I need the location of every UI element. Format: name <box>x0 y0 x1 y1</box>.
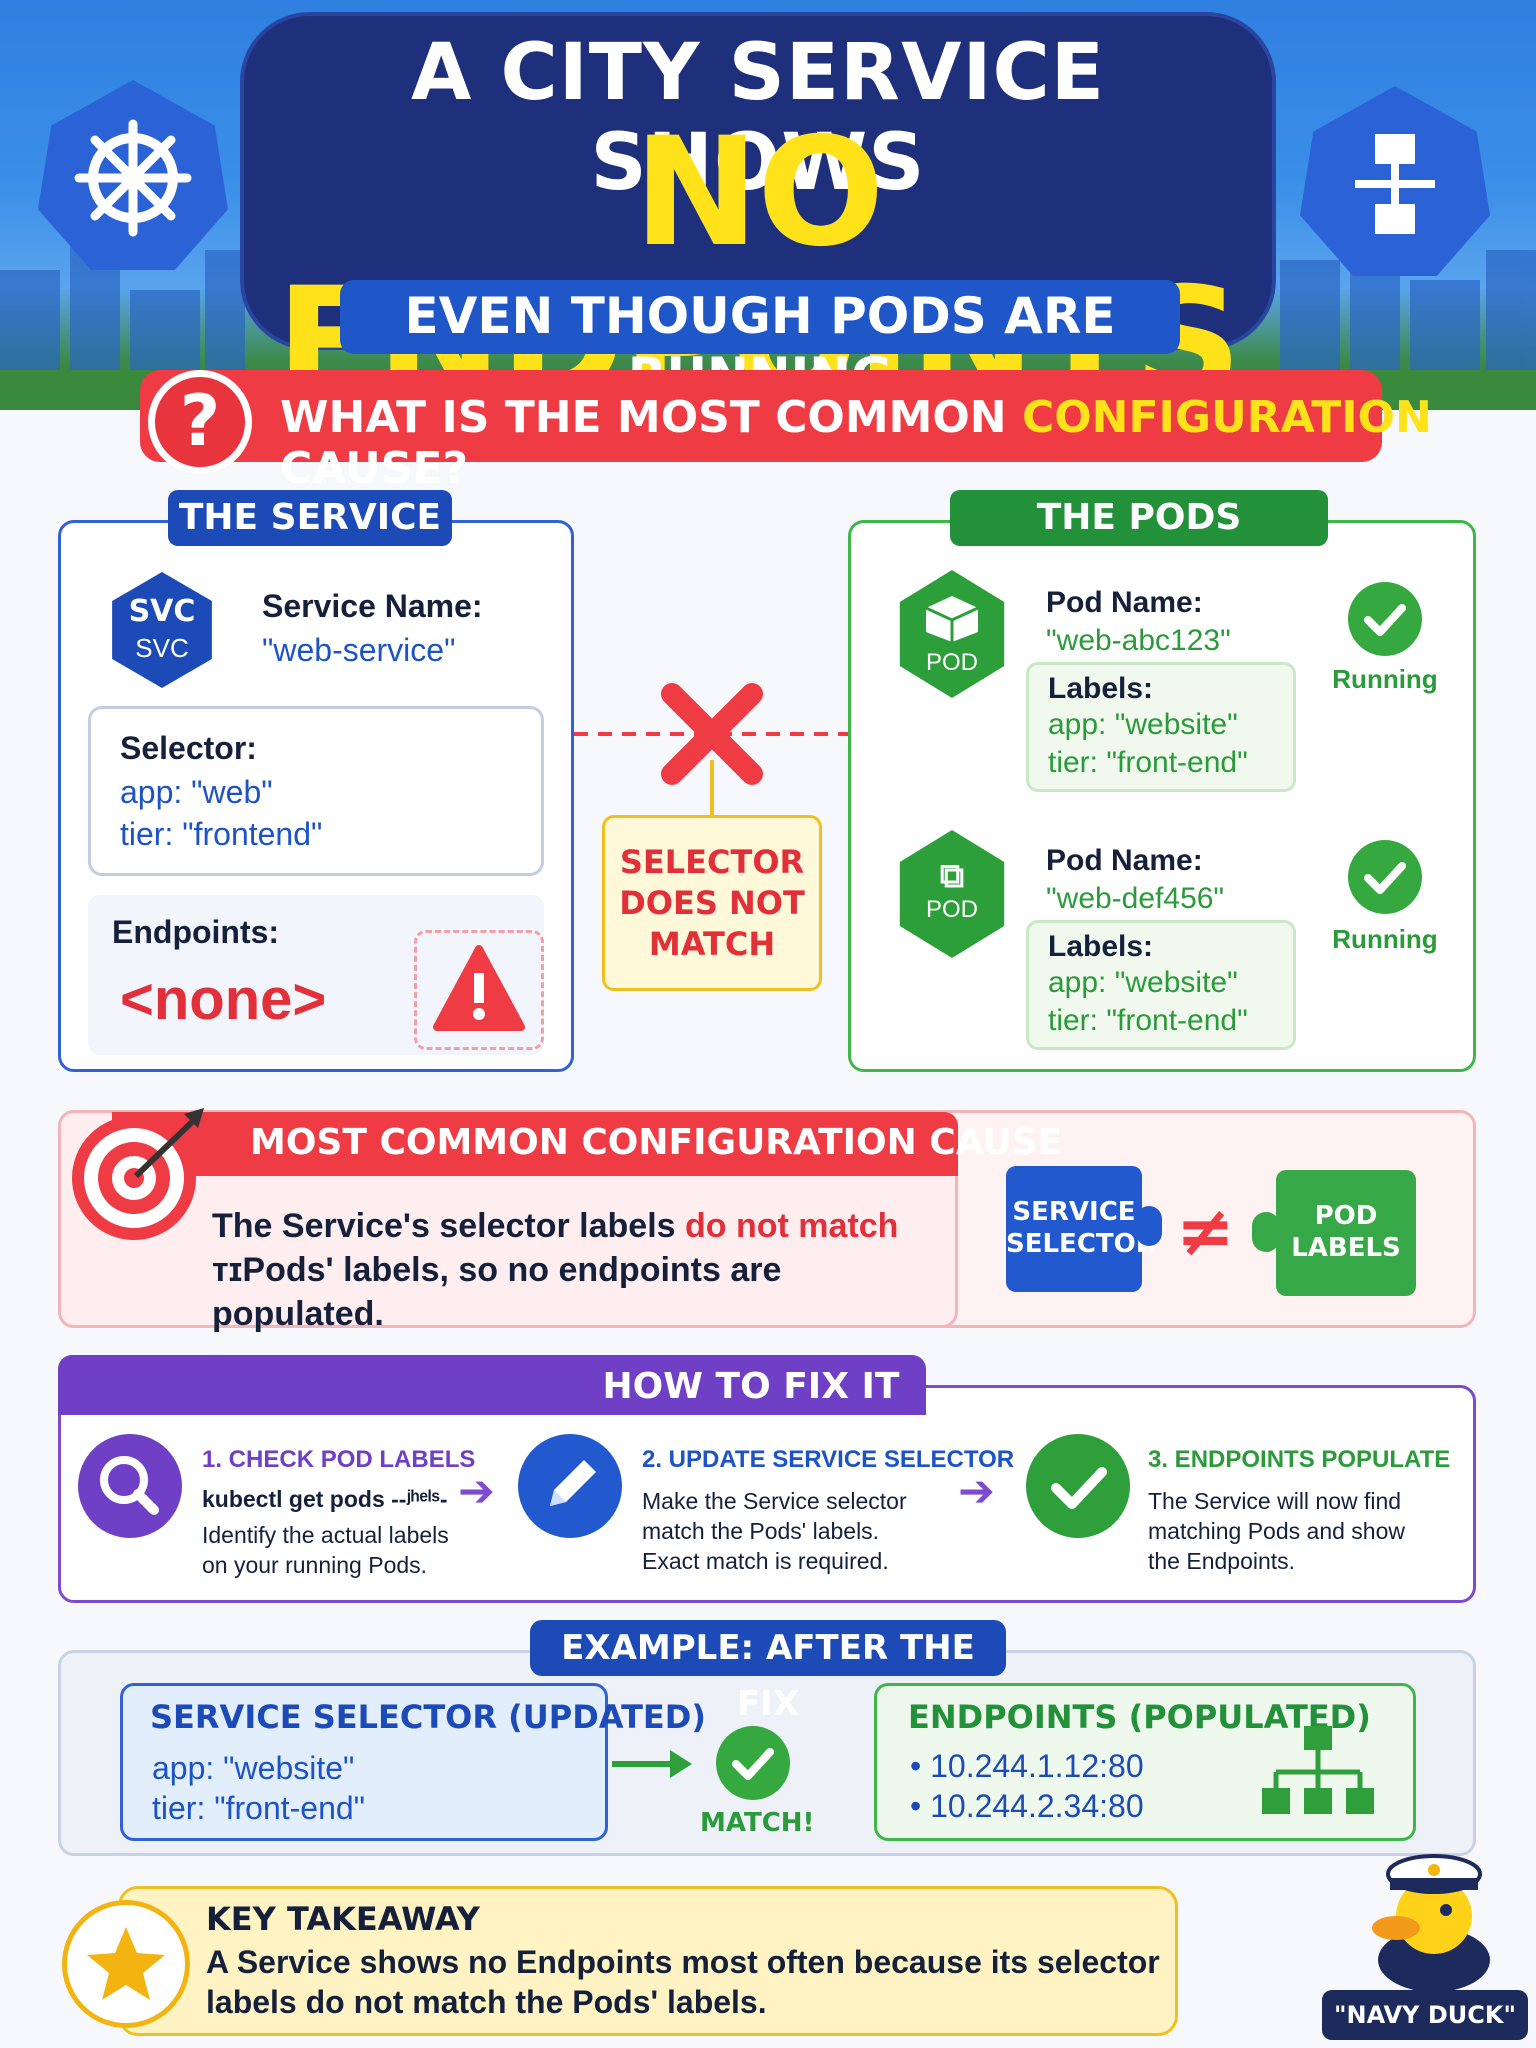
updated-selector-box <box>120 1683 608 1841</box>
subtitle-pill <box>340 280 1180 354</box>
cause-text: The Service's selector labels do not mat… <box>212 1207 899 1333</box>
step-1-body-2: on your running Pods. <box>202 1552 428 1578</box>
network-node-icon <box>1300 86 1490 276</box>
target-icon <box>72 1108 204 1240</box>
pod-2-name-label: Pod Name: <box>1046 844 1203 877</box>
puzzle-slot <box>1252 1212 1280 1252</box>
pencil-icon <box>518 1434 622 1538</box>
endpoints-label: Endpoints: <box>112 914 280 950</box>
populated-endpoints-box <box>874 1683 1416 1841</box>
warning-box <box>414 930 544 1050</box>
question-mark-icon: ? <box>148 370 252 474</box>
pod-1-label-tier: tier: "front-end" <box>1048 746 1248 779</box>
selector-label: Selector: <box>120 730 257 766</box>
match-label: MATCH! <box>700 1808 815 1838</box>
takeaway-panel <box>118 1886 1178 2036</box>
updated-selector-tier: tier: "front-end" <box>152 1790 366 1826</box>
step-2-title: 2. UPDATE SERVICE SELECTOR <box>642 1446 1015 1473</box>
fix-title-bar <box>58 1355 926 1415</box>
navy-duck-mascot <box>1372 1854 1490 1990</box>
network-tree-icon <box>1262 1726 1374 1814</box>
warning-icon <box>433 945 525 1031</box>
step-2-body-3: Exact match is required. <box>642 1548 889 1574</box>
fix-title: HOW TO FIX IT <box>602 1366 900 1407</box>
pod-2-status: Running <box>1332 924 1438 954</box>
star-icon <box>62 1900 190 2028</box>
fix-panel <box>58 1385 1476 1603</box>
endpoint-2: • 10.244.2.34:80 <box>910 1788 1144 1824</box>
service-name-label: Service Name: <box>262 588 483 624</box>
updated-selector-title: SERVICE SELECTOR (UPDATED) <box>150 1698 706 1736</box>
not-equal-symbol: ≠ <box>1176 1190 1235 1272</box>
selector-app: app: "web" <box>120 774 273 810</box>
pod-2-check-icon <box>1348 840 1422 914</box>
pod-2-label-app: app: "website" <box>1048 966 1238 999</box>
mismatch-connector <box>574 683 848 815</box>
pod-2-label-tier: tier: "front-end" <box>1048 1004 1248 1037</box>
magnifier-icon <box>78 1434 182 1538</box>
pod-1-labels-label: Labels: <box>1048 672 1154 705</box>
pod-1-labels-box <box>1026 662 1296 792</box>
step-arrow-2: ➔ <box>958 1467 995 1516</box>
pod-1-label-app: app: "website" <box>1048 708 1238 741</box>
takeaway-title: KEY TAKEAWAY <box>206 1900 480 1938</box>
example-tab: EXAMPLE: AFTER THE FIX <box>530 1620 1006 1724</box>
step-1-title: 1. CHECK POD LABELS <box>202 1446 476 1473</box>
pod-2-labels-label: Labels: <box>1048 930 1154 963</box>
step-3-title: 3. ENDPOINTS POPULATE <box>1148 1446 1451 1473</box>
pod-1-name-value: "web-abc123" <box>1046 624 1231 657</box>
endpoints-none: <none> <box>120 967 327 1032</box>
step-3-body-2: matching Pods and show <box>1148 1518 1405 1544</box>
pods-tab: THE PODS (RUNNING) <box>950 490 1328 594</box>
updated-selector-app: app: "website" <box>152 1750 355 1786</box>
service-tab: THE SERVICE <box>168 490 452 546</box>
step-2-body-2: match the Pods' labels. <box>642 1518 880 1544</box>
cause-title: MOST COMMON CONFIGURATION CAUSE <box>250 1122 1063 1163</box>
selector-tier: tier: "frontend" <box>120 816 323 852</box>
pod-2-name-value: "web-def456" <box>1046 882 1225 915</box>
pod-1-check-icon <box>1348 582 1422 656</box>
step-1-command: kubectl get pods --ʲʰᵉˡˢ- <box>202 1486 448 1512</box>
step-3-body-3: the Endpoints. <box>1148 1548 1296 1574</box>
match-check-icon <box>716 1726 790 1800</box>
kubernetes-wheel-icon <box>38 80 228 270</box>
puzzle-tab <box>1136 1206 1162 1246</box>
takeaway-line-1: A Service shows no Endpoints most often … <box>206 1944 1160 1980</box>
question-text: WHAT IS THE MOST COMMON CONFIGURATION CA… <box>280 392 1432 494</box>
pod-1-name-label: Pod Name: <box>1046 586 1203 619</box>
endpoint-1: • 10.244.1.12:80 <box>910 1748 1144 1784</box>
step-arrow-1: ➔ <box>458 1467 495 1516</box>
cause-title-bar <box>112 1112 958 1176</box>
check-icon <box>1026 1434 1130 1538</box>
step-3-body-1: The Service will now find <box>1148 1488 1402 1514</box>
service-name-value: "web-service" <box>262 632 456 668</box>
populated-endpoints-title: ENDPOINTS (POPULATED) <box>908 1698 1371 1736</box>
subtitle: EVEN THOUGH PODS ARE RUNNING <box>404 287 1116 405</box>
selector-box <box>88 706 544 876</box>
step-1-body-1: Identify the actual labels <box>202 1522 449 1548</box>
takeaway-line-2: labels do not match the Pods' labels. <box>206 1984 767 2020</box>
question-bar <box>140 370 1382 462</box>
pod-2-labels-box <box>1026 920 1296 1050</box>
match-arrow <box>612 1750 692 1778</box>
title-line-1: A CITY SERVICE SHOWS <box>410 28 1106 208</box>
pod-1-status: Running <box>1332 664 1438 694</box>
navy-duck-badge: "NAVY DUCK" <box>1322 1990 1528 2040</box>
step-2-body-1: Make the Service selector <box>642 1488 907 1514</box>
